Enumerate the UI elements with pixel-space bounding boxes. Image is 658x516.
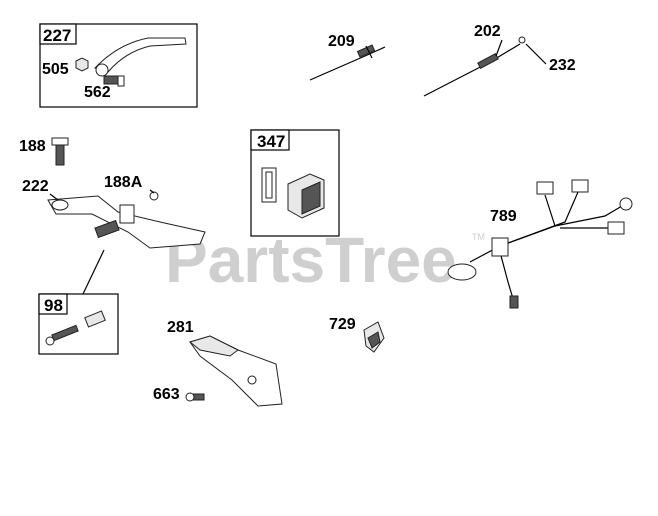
part-harness-plug xyxy=(509,295,519,309)
leader-209 xyxy=(365,45,373,59)
part-connector-3 xyxy=(607,221,625,235)
callout-98[interactable]: 98 xyxy=(44,296,63,315)
group-281: 281 xyxy=(167,319,283,407)
part-switch-bezel-inner xyxy=(265,171,273,199)
group-227-frame xyxy=(39,23,198,108)
part-harness-wire-b xyxy=(499,191,579,247)
callout-663[interactable]: 663 xyxy=(153,386,180,403)
part-screw-663-head xyxy=(185,392,195,402)
part-cable-202[interactable] xyxy=(423,43,521,97)
callout-222[interactable]: 222 xyxy=(22,178,49,195)
callout-505[interactable]: 505 xyxy=(42,61,69,78)
leader-188A xyxy=(149,189,155,194)
group-347-tag xyxy=(250,129,290,151)
part-lever-pivot xyxy=(95,63,109,77)
part-bolt-562[interactable] xyxy=(103,75,119,85)
group-202: 202 232 xyxy=(423,23,576,97)
callout-227[interactable]: 227 xyxy=(43,26,71,45)
part-bolt-188[interactable] xyxy=(55,144,65,166)
group-188: 188 xyxy=(19,137,69,166)
part-bolt-188-head xyxy=(51,137,69,146)
group-789: 789 xyxy=(447,179,633,309)
group-347: 347 xyxy=(250,129,340,237)
part-harness-wire-a[interactable] xyxy=(469,194,556,263)
group-98: 98 xyxy=(38,249,119,355)
callout-202[interactable]: 202 xyxy=(474,23,501,40)
part-bolt-562-head xyxy=(117,75,125,87)
part-spring-98[interactable] xyxy=(84,310,106,328)
part-connector-2 xyxy=(571,179,589,193)
part-harness-block xyxy=(491,237,509,257)
part-clip-729-inner xyxy=(367,331,381,349)
part-cable-209-spring xyxy=(356,44,376,58)
group-222: 222 188A xyxy=(22,174,206,249)
part-bolt-98-head xyxy=(45,336,55,346)
leader-222 xyxy=(49,193,59,201)
part-harness-loop xyxy=(447,263,477,281)
part-cable-202-spring xyxy=(477,52,499,70)
part-spring-222 xyxy=(94,219,120,239)
callout-188[interactable]: 188 xyxy=(19,138,46,155)
leader-98 xyxy=(82,249,105,295)
part-block-222 xyxy=(119,204,135,224)
part-plate-281-edge xyxy=(188,335,239,357)
callout-729[interactable]: 729 xyxy=(329,316,356,333)
group-347-frame xyxy=(250,129,340,237)
part-harness-wire-e xyxy=(499,251,515,303)
part-connector-1 xyxy=(536,181,554,195)
callout-562[interactable]: 562 xyxy=(84,84,111,101)
group-98-tag xyxy=(38,293,68,315)
part-bracket-222-hole xyxy=(51,199,69,211)
callout-209[interactable]: 209 xyxy=(328,33,355,50)
group-729: 729 xyxy=(329,316,385,353)
group-98-frame xyxy=(38,293,119,355)
leader-232 xyxy=(525,43,547,65)
part-plate-281-hole xyxy=(247,375,257,385)
watermark: PartsTree xyxy=(165,224,457,296)
part-cable-209[interactable] xyxy=(309,46,386,81)
callout-281[interactable]: 281 xyxy=(167,319,194,336)
part-nut-505[interactable] xyxy=(75,57,89,72)
part-lever[interactable] xyxy=(94,37,187,73)
part-bolt-98[interactable] xyxy=(51,324,79,342)
group-227-tag xyxy=(39,23,77,45)
leader-202 xyxy=(495,39,503,57)
part-ring-terminal xyxy=(619,197,633,211)
group-227: 227 505 562 xyxy=(39,23,198,108)
part-screw-188A[interactable] xyxy=(149,191,159,201)
part-harness-wire-c xyxy=(554,205,623,227)
part-clip-232[interactable] xyxy=(518,36,526,44)
part-rocker-face xyxy=(301,181,321,215)
callout-188A[interactable]: 188A xyxy=(104,174,143,191)
callout-232[interactable]: 232 xyxy=(549,57,576,74)
callout-347[interactable]: 347 xyxy=(257,132,285,151)
watermark-trademark: TM xyxy=(472,232,485,242)
callout-789[interactable]: 789 xyxy=(490,208,517,225)
group-209: 209 xyxy=(309,33,386,81)
group-663: 663 xyxy=(153,386,205,403)
